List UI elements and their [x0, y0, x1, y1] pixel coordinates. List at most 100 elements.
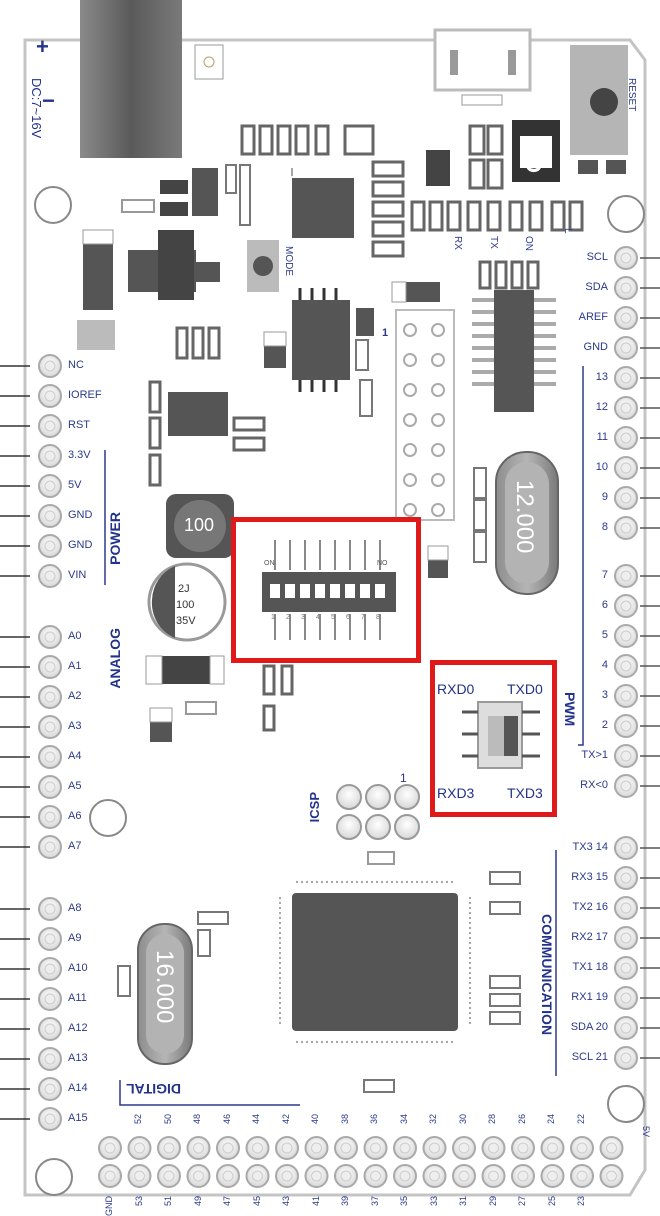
bottom-bottom-pin-label: 31	[458, 1196, 468, 1207]
top-resistors	[240, 124, 504, 190]
mounting-holes	[34, 186, 645, 1196]
bottom-top-pin-label: 46	[221, 1114, 232, 1125]
ic-small	[168, 392, 228, 436]
left-pin-label: IOREF	[68, 389, 102, 401]
right-pin-label: 4	[601, 659, 608, 671]
right-pin-label: 3	[601, 689, 608, 701]
right-pin-label: RX2 17	[571, 931, 608, 943]
right-header-3	[614, 836, 638, 1070]
bottom-bottom-pin-label: 51	[163, 1196, 173, 1207]
crystal-secondary	[137, 923, 193, 1065]
bottom-bottom-pin-label: 33	[428, 1196, 439, 1207]
crystal-main	[495, 451, 559, 595]
dip-no-label: NO	[377, 560, 388, 567]
dip-number-label: 8	[376, 614, 380, 621]
right-header-1	[614, 246, 638, 540]
right-pin-label: RX<0	[580, 779, 608, 791]
left-analog-header-2	[38, 897, 62, 1131]
switch-label-rxd3: RXD3	[437, 785, 475, 801]
right-pin-label: 11	[596, 431, 608, 443]
bottom-bottom-pin-label: 41	[310, 1196, 321, 1207]
bottom-bottom-pin-label: 27	[517, 1196, 527, 1207]
right-pin-label: TX>1	[581, 749, 608, 761]
dip-on-label: ON	[264, 560, 275, 567]
bottom-top-pin-label: 32	[428, 1114, 438, 1125]
dip-number-label: 5	[331, 614, 335, 621]
crystal-secondary-label: 16.000	[151, 950, 178, 1024]
mounting-hole-mid-left	[89, 799, 127, 837]
left-pin-label: VIN	[68, 569, 87, 581]
bottom-top-pin-label: 30	[457, 1114, 468, 1125]
mounting-hole-top-right	[607, 195, 645, 233]
left-pin-label: A0	[68, 630, 82, 642]
left-pin-label: A14	[68, 1082, 88, 1094]
right-pin-label: 8	[601, 521, 608, 533]
right-pin-label: 9	[601, 491, 608, 503]
dip-switch-highlight[interactable]	[231, 517, 421, 663]
switch-label-txd3: TXD3	[507, 785, 543, 801]
left-pin-label: A4	[68, 750, 82, 762]
bottom-bottom-pin-label: 23	[576, 1196, 586, 1207]
led-label-rx: RX	[452, 236, 463, 250]
reset-label: RESET	[626, 78, 637, 112]
left-pin-label: A1	[68, 660, 82, 672]
main-mcu	[279, 881, 471, 1043]
right-pin-label: TX2 16	[572, 901, 608, 913]
led-pads	[410, 200, 584, 232]
bottom-bottom-pin-label: 49	[192, 1196, 203, 1207]
left-pin-leads	[0, 365, 30, 1120]
inductor-label: 100	[184, 515, 215, 535]
bottom-bottom-pin-label: 35	[399, 1196, 409, 1207]
ho-label: HO	[521, 140, 546, 173]
left-pin-label: GND	[68, 539, 93, 551]
left-power-header	[38, 354, 62, 588]
bottom-bottom-pin-label: 43	[281, 1196, 291, 1207]
usb-controller-chip	[292, 178, 354, 238]
crystal-main-label: 12.000	[511, 480, 538, 554]
bottom-double-header	[98, 1136, 624, 1188]
left-analog-header-1	[38, 625, 62, 859]
analog-section-label: ANALOG	[107, 628, 123, 689]
ic-right	[494, 290, 534, 412]
power-section-label: POWER	[107, 512, 123, 565]
dip-number-label: 7	[361, 614, 365, 621]
bottom-bottom-pin-label: 37	[369, 1196, 380, 1207]
capacitor-label-3: 35V	[176, 615, 196, 627]
switch-label-txd0: TXD0	[507, 681, 543, 697]
slide-switch-highlight[interactable]	[430, 660, 557, 817]
right-pin-label: SDA	[585, 281, 608, 293]
icsp-label: ICSP	[307, 792, 322, 823]
right-pin-label: SCL	[586, 251, 608, 263]
bottom-bottom-pin-label: 47	[222, 1196, 232, 1207]
bottom-bottom-pin-label: 39	[340, 1196, 350, 1207]
right-header-2	[614, 564, 638, 798]
reset-button-shape	[570, 45, 628, 174]
bottom-top-pin-label: 42	[280, 1114, 291, 1125]
switch-label-rxd0: RXD0	[437, 681, 475, 697]
right-pin-label: 12	[595, 401, 608, 413]
left-pin-label: A8	[68, 902, 82, 914]
dc-voltage-label: DC:7~16V	[29, 78, 44, 139]
communication-section-label: COMMUNICATION	[539, 914, 555, 1036]
left-pin-label: A6	[68, 810, 82, 822]
bottom-top-pin-label: 48	[192, 1114, 202, 1125]
left-pin-label: A5	[68, 780, 82, 792]
bottom-bottom-pin-label: GND	[104, 1196, 114, 1216]
bottom-bottom-pin-label: 45	[251, 1196, 262, 1207]
bottom-top-pin-label: 22	[575, 1114, 586, 1125]
bottom-top-pin-label: 24	[546, 1114, 556, 1125]
right-pin-label: 6	[601, 599, 608, 611]
right-pin-label: SDA 20	[570, 1021, 608, 1033]
left-pin-label: NC	[68, 359, 84, 371]
mode-label: MODE	[283, 246, 294, 276]
header-pin1-label: 1	[382, 327, 389, 339]
right-pin-label: 2	[601, 719, 608, 731]
bottom-top-pin-label: 34	[398, 1114, 409, 1125]
dc-jack	[80, 0, 182, 158]
left-pin-label: A10	[68, 962, 88, 974]
left-pin-label: A11	[68, 992, 87, 1004]
bottom-bottom-pin-label: 53	[133, 1196, 144, 1207]
usb-connector	[433, 28, 532, 106]
left-pin-label: A7	[68, 840, 82, 852]
